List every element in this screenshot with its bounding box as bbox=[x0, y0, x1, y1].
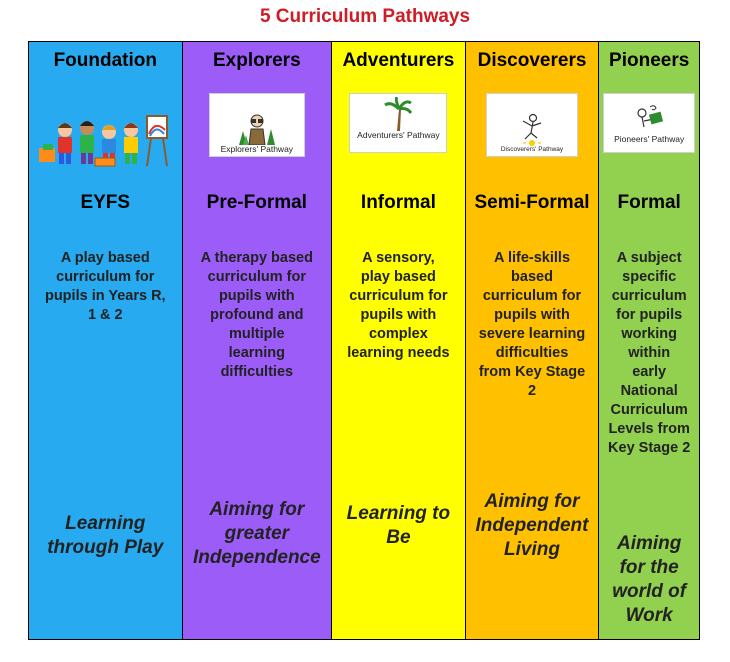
aim-line: Living bbox=[504, 539, 560, 560]
description-line: working bbox=[621, 326, 677, 342]
description-line: based bbox=[511, 269, 553, 285]
pathway-description: A sensory, play based curriculum for pup… bbox=[335, 249, 462, 363]
aim-line: Learning bbox=[65, 513, 146, 534]
aim-line: greater bbox=[224, 523, 290, 544]
description-line: difficulties bbox=[495, 345, 569, 361]
pathway-description: A life-skills based curriculum for pupil… bbox=[469, 249, 596, 401]
pathway-level: EYFS bbox=[80, 192, 131, 213]
aim-line: Work bbox=[625, 605, 673, 626]
aim-line: Be bbox=[386, 527, 411, 548]
description-line: from Key Stage bbox=[478, 364, 586, 380]
aim-line: Independent bbox=[475, 515, 589, 536]
description-line: pupils with bbox=[360, 307, 437, 323]
aim-line: Aiming bbox=[616, 533, 682, 554]
description-line: A therapy based bbox=[200, 250, 313, 266]
description-line: A life-skills bbox=[493, 250, 571, 266]
palm-tree-icon bbox=[384, 96, 413, 131]
explorer-binoculars-icon bbox=[238, 114, 275, 145]
pathway-level: Pre-Formal bbox=[206, 192, 307, 213]
description-line: 1 & 2 bbox=[87, 307, 123, 323]
logo-label: Explorers' Pathway bbox=[220, 143, 294, 154]
aim-line: for the bbox=[619, 557, 679, 578]
description-line: curriculum for bbox=[56, 269, 155, 285]
pathway-aim: Learning through Play bbox=[29, 512, 182, 560]
description-line: for pupils bbox=[616, 307, 683, 323]
pathway-column-pioneers: Pioneers Pioneers' Pathway Formal A subj… bbox=[599, 42, 700, 639]
pathway-aim: Learning to Be bbox=[332, 502, 465, 550]
pathway-aim: Aiming for greater Independence bbox=[183, 498, 332, 570]
pioneer-reading-icon bbox=[637, 104, 664, 127]
description-line: Levels from bbox=[608, 421, 690, 437]
pathway-column-adventurers: Adventurers Adventurers' Pathway Informa… bbox=[332, 42, 466, 639]
page-title: 5 Curriculum Pathways bbox=[259, 6, 471, 27]
logo-label: Pioneers' Pathway bbox=[614, 133, 685, 144]
pathway-aim: Aiming for the world of Work bbox=[599, 532, 699, 628]
adventurers-pathway-logo: Adventurers' Pathway bbox=[349, 93, 448, 153]
discoverers-pathway-logo: Discoverers' Pathway bbox=[486, 93, 578, 157]
description-line: complex bbox=[368, 326, 428, 342]
pathway-level: Formal bbox=[617, 192, 681, 213]
description-line: difficulties bbox=[220, 364, 294, 380]
description-line: specific bbox=[622, 269, 677, 285]
description-line: learning needs bbox=[347, 345, 450, 361]
pathway-description: A therapy based curriculum for pupils wi… bbox=[186, 249, 329, 382]
description-line: 2 bbox=[527, 383, 537, 399]
description-line: within bbox=[628, 345, 671, 361]
children-playing-icon bbox=[39, 115, 168, 167]
pathway-name: Adventurers bbox=[342, 50, 455, 71]
description-line: multiple bbox=[229, 326, 285, 342]
description-line: Curriculum bbox=[610, 402, 688, 418]
description-line: profound and bbox=[210, 307, 304, 323]
description-line: curriculum for bbox=[482, 288, 582, 304]
description-line: early bbox=[632, 364, 667, 380]
discoverer-idea-icon bbox=[522, 113, 542, 146]
pioneers-pathway-logo: Pioneers' Pathway bbox=[603, 93, 696, 153]
description-line: A sensory, bbox=[362, 250, 435, 266]
description-line: A subject bbox=[616, 250, 682, 266]
pathway-name: Discoverers bbox=[477, 50, 587, 71]
description-line: pupils with bbox=[218, 288, 295, 304]
explorers-pathway-logo: Explorers' Pathway bbox=[208, 93, 305, 157]
aim-line: Aiming for bbox=[484, 491, 580, 512]
pathway-level: Semi-Formal bbox=[474, 192, 590, 213]
description-line: Key Stage 2 bbox=[608, 440, 691, 456]
aim-line: Aiming for bbox=[209, 499, 305, 520]
pathway-column-discoverers: Discoverers Discoverers' Pathway Semi-Fo… bbox=[465, 42, 600, 639]
pathway-name: Pioneers bbox=[609, 50, 690, 71]
description-line: pupils in Years R, bbox=[44, 288, 166, 304]
aim-line: Learning to bbox=[346, 503, 451, 524]
logo-label: Adventurers' Pathway bbox=[357, 129, 440, 140]
pathway-column-foundation: Foundation bbox=[29, 42, 183, 639]
description-line: pupils with bbox=[494, 307, 570, 323]
description-line: curriculum bbox=[611, 288, 687, 304]
aim-line: world of bbox=[612, 581, 687, 602]
pathway-aim: Aiming for Independent Living bbox=[466, 490, 599, 562]
pathway-description: A subject specific curriculum for pupils… bbox=[602, 249, 696, 458]
aim-line: Independence bbox=[192, 547, 321, 568]
pathway-name: Foundation bbox=[53, 50, 157, 71]
description-line: National bbox=[620, 383, 678, 399]
logo-label: Discoverers' Pathway bbox=[500, 145, 564, 153]
description-line: curriculum for bbox=[207, 269, 306, 285]
pathway-name: Explorers bbox=[212, 50, 301, 71]
pathway-level: Informal bbox=[360, 192, 436, 213]
description-line: A play based bbox=[60, 250, 150, 266]
pathway-description: A play based curriculum for pupils in Ye… bbox=[32, 249, 179, 325]
pathway-column-explorers: Explorers Explorers' Pathway Pre-Formal … bbox=[182, 42, 333, 639]
description-line: severe learning bbox=[478, 326, 586, 342]
description-line: learning bbox=[228, 345, 286, 361]
description-line: play based bbox=[360, 269, 436, 285]
pathways-table: Foundation bbox=[28, 41, 700, 640]
description-line: curriculum for bbox=[349, 288, 448, 304]
aim-line: through Play bbox=[47, 537, 164, 558]
